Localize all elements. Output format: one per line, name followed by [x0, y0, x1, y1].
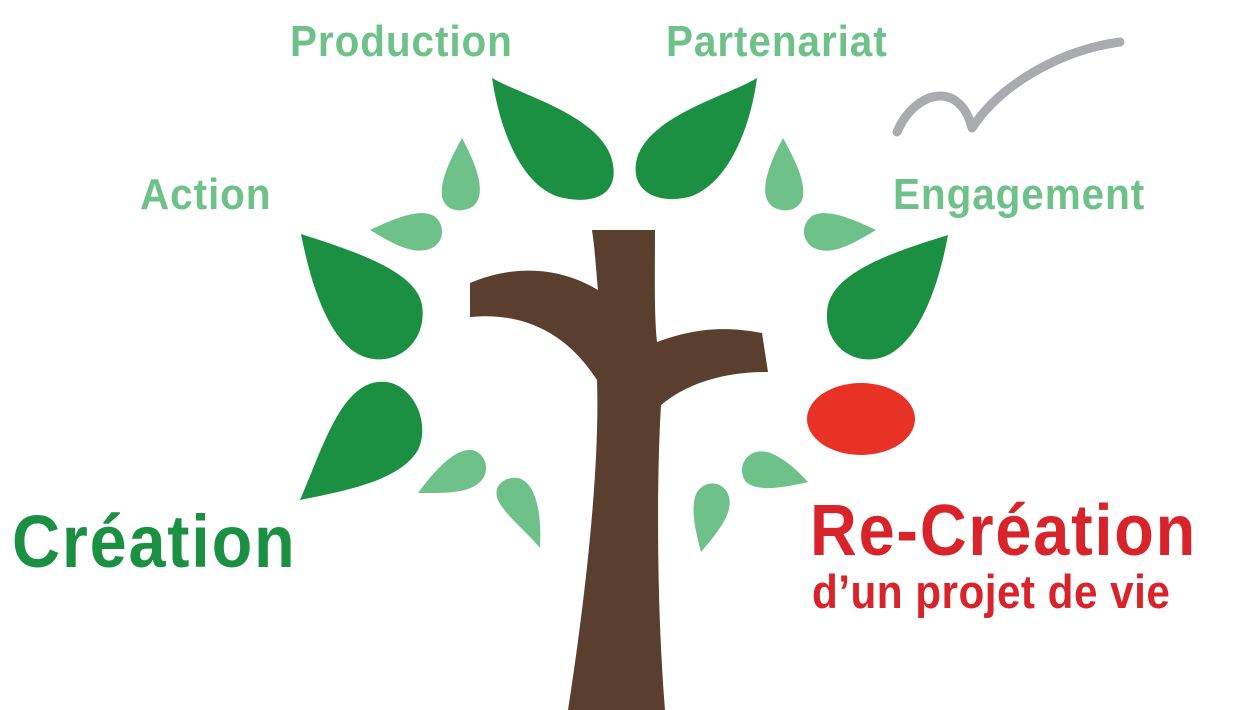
label-engagement: Engagement: [893, 170, 1146, 219]
apple-icon: [807, 383, 915, 455]
bird-icon: [892, 37, 1125, 137]
tree-trunk: [470, 230, 768, 710]
label-recreation: Re-Création: [810, 491, 1198, 571]
leaf-icon: [496, 477, 541, 548]
leaf-icon: [301, 234, 423, 360]
leaf-icon: [441, 138, 480, 211]
leaf-icon: [635, 78, 757, 200]
label-creation: Création: [12, 500, 297, 583]
leaf-icon: [418, 449, 487, 494]
leaf-icon: [765, 138, 804, 211]
leaf-icon: [492, 78, 614, 200]
label-production: Production: [290, 17, 513, 66]
label-action: Action: [140, 170, 272, 219]
leaf-icon: [741, 451, 808, 489]
label-partenariat: Partenariat: [666, 17, 888, 66]
leaf-icon: [803, 213, 876, 251]
leaf-icon: [826, 235, 948, 360]
label-recreation-subtitle: d’un projet de vie: [812, 565, 1171, 618]
leaf-icon: [693, 483, 730, 552]
leaf-icon: [300, 381, 423, 500]
leaf-icon: [370, 213, 443, 251]
